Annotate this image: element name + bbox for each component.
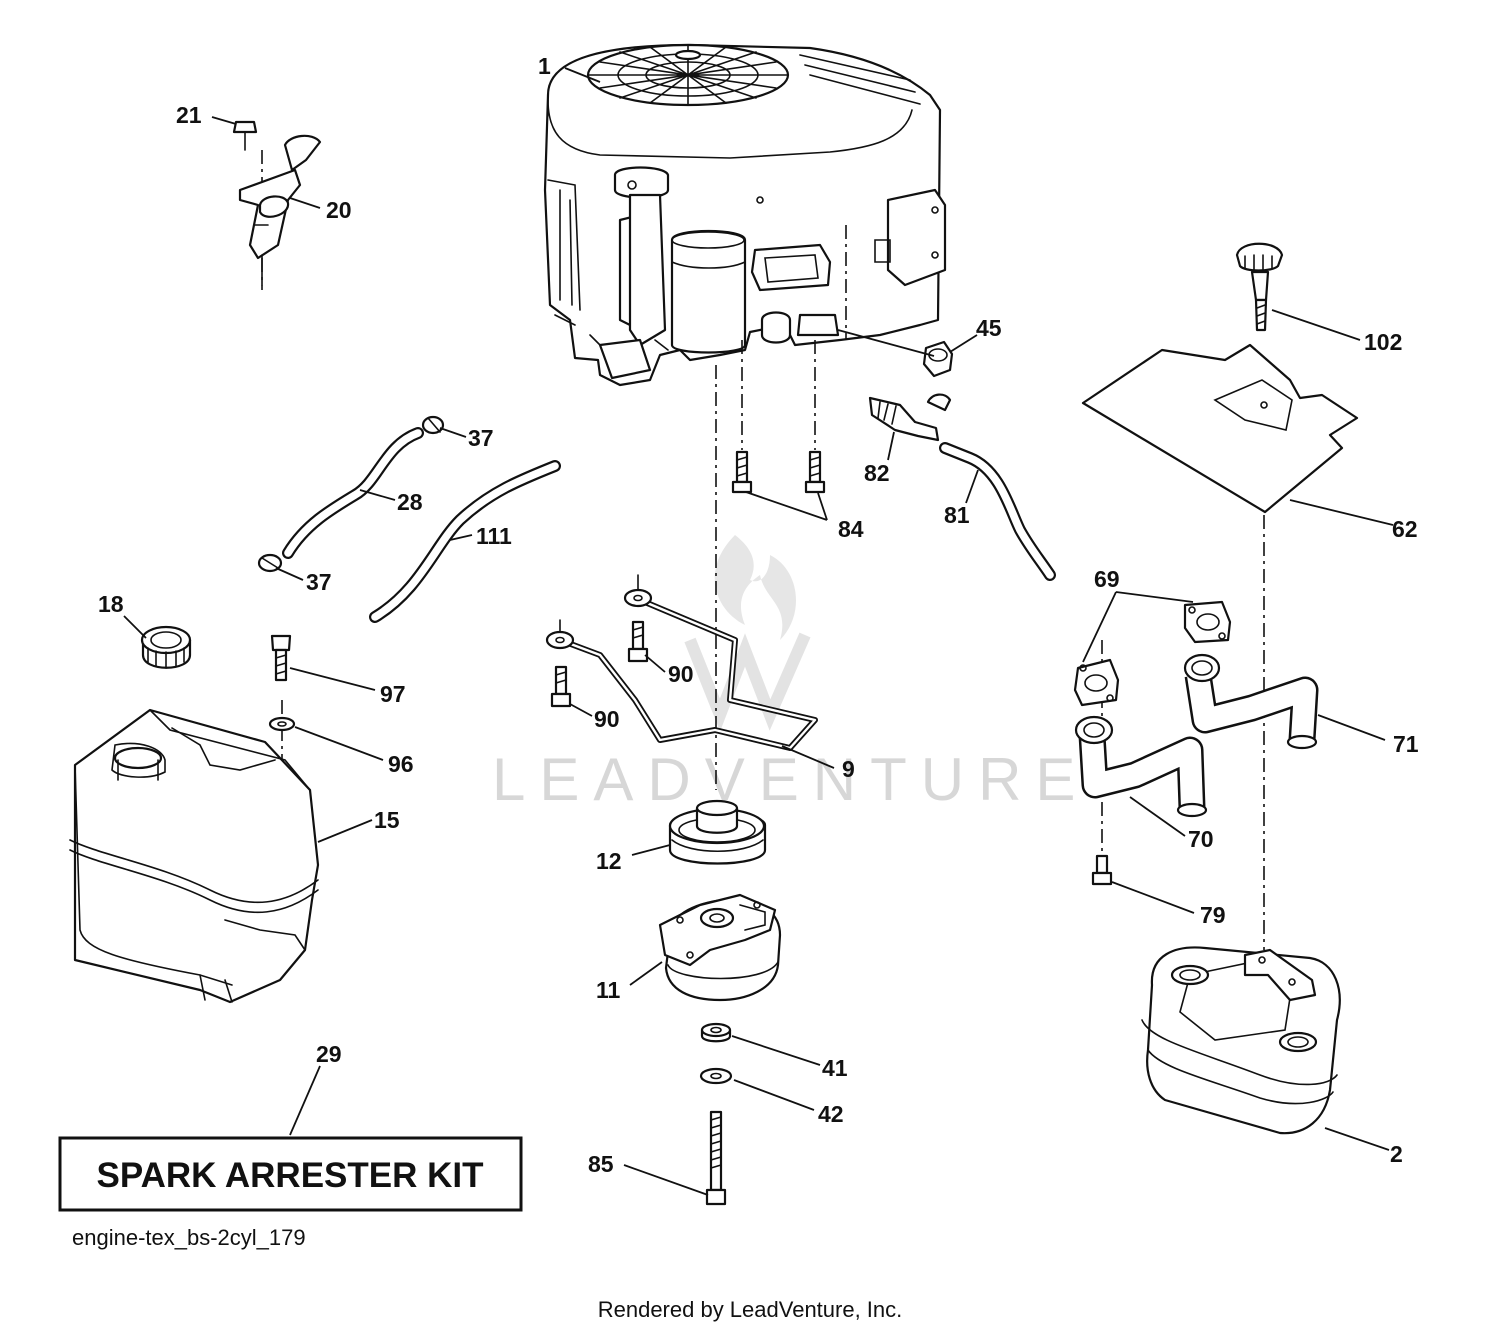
pto-clutch-part-11[interactable] [658,893,782,1002]
hose-clamp-part-37-top[interactable] [421,415,445,435]
callout-79: 79 [1200,902,1226,928]
callout-41: 41 [822,1055,848,1081]
bracket-part-9[interactable] [545,574,818,751]
fuel-cap-part-18[interactable] [140,625,192,669]
callout-18: 18 [98,591,124,617]
callout-81: 81 [944,502,970,528]
fuel-hose-part-111[interactable] [369,460,561,623]
fuel-tank-part-15[interactable] [69,708,320,1004]
exhaust-gasket-part-69-top[interactable] [1183,600,1232,644]
engine-part-1[interactable] [543,43,947,387]
watermark-v-icon [684,632,811,732]
callout-90-right: 90 [668,661,694,687]
callout-37-top: 37 [468,425,494,451]
leader-lines [123,67,1394,1196]
screw-part-97[interactable] [270,634,292,682]
callout-70: 70 [1188,826,1214,852]
bolt-part-84-right[interactable] [804,450,826,494]
callout-62: 62 [1392,516,1418,542]
watermark-flame-icon [714,535,797,640]
exhaust-gasket-part-69-bottom[interactable] [1073,658,1120,707]
watermark: LEADVENTURE [492,535,1089,813]
washer-part-96[interactable] [268,716,296,732]
fuel-filter-part-82[interactable] [868,393,952,442]
spark-arrester-kit-label: SPARK ARRESTER KIT [97,1156,484,1195]
callout-42: 42 [818,1101,844,1127]
callout-82: 82 [864,460,890,486]
engine-grille [587,44,789,106]
callout-90-left: 90 [594,706,620,732]
washer-part-41[interactable] [700,1022,732,1043]
callout-69: 69 [1094,566,1120,592]
callout-21: 21 [176,102,202,128]
throttle-control-part-20[interactable] [238,134,322,286]
callout-1: 1 [538,53,551,79]
callout-45: 45 [976,315,1002,341]
callout-20: 20 [326,197,352,223]
screw-part-21[interactable] [232,120,258,151]
washer-part-42[interactable] [699,1067,733,1085]
diagram-code: engine-tex_bs-2cyl_179 [72,1225,306,1250]
callout-102: 102 [1364,329,1402,355]
callout-84: 84 [838,516,864,542]
callout-2: 2 [1390,1141,1403,1167]
callout-28: 28 [397,489,423,515]
knob-part-102[interactable] [1235,242,1284,332]
pulley-part-12[interactable] [668,799,767,865]
bolt-part-84-left[interactable] [731,450,753,494]
bolt-part-79[interactable] [1091,854,1113,886]
bolt-part-90-left[interactable] [550,665,572,708]
callout-11: 11 [596,977,621,1003]
callout-9: 9 [842,756,855,782]
exhaust-pipe-part-71[interactable] [1183,653,1319,750]
bolt-part-90-right[interactable] [627,620,649,663]
callout-15: 15 [374,807,400,833]
callout-29: 29 [316,1041,342,1067]
footer-credit: Rendered by LeadVenture, Inc. [598,1297,903,1322]
callout-labels: 1 21 20 37 28 37 111 18 97 96 15 84 45 8… [98,53,1419,1177]
callout-71: 71 [1393,731,1419,757]
callout-85: 85 [588,1151,614,1177]
watermark-text: LEADVENTURE [492,746,1089,813]
callout-37-bottom: 37 [306,569,332,595]
fuel-hose-part-28[interactable] [282,427,424,559]
callout-111: 111 [476,523,512,549]
fitting-45-leader-line [837,329,935,357]
muffler-part-2[interactable] [1141,946,1341,1135]
fitting-part-45[interactable] [922,340,954,378]
callout-97: 97 [380,681,406,707]
heat-shield-part-62[interactable] [1081,343,1359,514]
callout-96: 96 [388,751,414,777]
fuel-hose-part-81[interactable] [939,442,1056,581]
callout-12: 12 [596,848,622,874]
hose-clamp-part-37-bottom[interactable] [257,553,283,573]
spark-arrester-kit-box[interactable]: SPARK ARRESTER KIT [58,1136,523,1212]
bolt-part-85[interactable] [705,1110,727,1206]
exhaust-pipe-part-70[interactable] [1074,715,1208,818]
